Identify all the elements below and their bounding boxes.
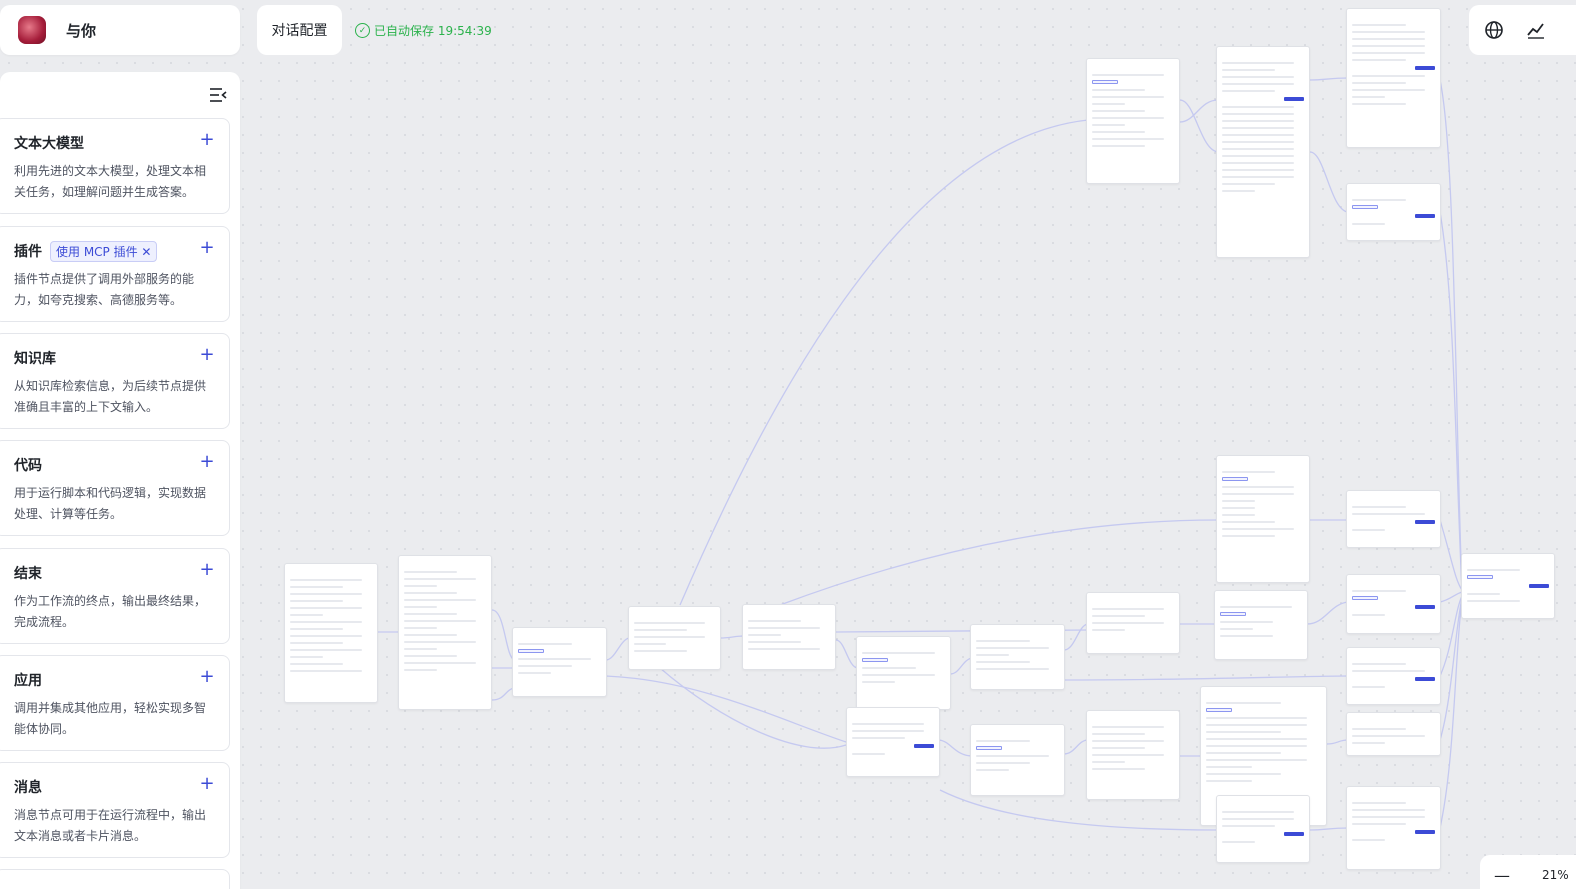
check-circle-icon: ✓ — [355, 23, 370, 38]
workflow-node-plugin-1[interactable] — [856, 636, 951, 710]
workflow-node-start[interactable] — [284, 563, 378, 703]
node-card-app[interactable]: 应用 + 调用并集成其他应用，轻松实现多智能体协同。 — [0, 655, 230, 751]
mcp-plugin-tag[interactable]: 使用 MCP 插件 ✕ — [50, 240, 158, 262]
workflow-node-message-6[interactable] — [1346, 574, 1441, 634]
node-card-desc: 消息节点可用于在运行流程中，输出文本消息或者卡片消息。 — [14, 808, 207, 843]
workflow-node-message-3[interactable] — [1346, 8, 1441, 148]
collapse-menu-icon[interactable] — [208, 86, 228, 104]
node-card-knowledge[interactable]: 知识库 + 从知识库检索信息，为后续节点提供准确且丰富的上下文输入。 — [0, 333, 230, 429]
node-card-desc: 调用并集成其他应用，轻松实现多智能体协同。 — [14, 701, 207, 736]
workflow-node-branch[interactable] — [742, 604, 836, 670]
add-icon[interactable]: + — [199, 237, 215, 258]
trend-chart-icon[interactable] — [1525, 19, 1547, 41]
zoom-out-button[interactable]: — — [1494, 865, 1510, 885]
node-card-title: 文本大模型 — [14, 136, 84, 152]
workflow-node-message-1[interactable] — [846, 707, 940, 777]
add-icon[interactable]: + — [199, 129, 215, 150]
node-card-desc: 从知识库检索信息，为后续节点提供准确且丰富的上下文输入。 — [14, 379, 207, 414]
add-icon[interactable]: + — [199, 344, 215, 365]
autosave-text: 已自动保存 19:54:39 — [374, 24, 492, 38]
autosave-status: ✓ 已自动保存 19:54:39 — [355, 22, 492, 39]
workflow-node-message-4[interactable] — [1346, 183, 1441, 241]
add-icon[interactable]: + — [199, 773, 215, 794]
node-card-title: 消息 — [14, 780, 42, 796]
zoom-control: — 21% — [1480, 855, 1576, 889]
workflow-node-llm-1[interactable] — [512, 627, 607, 697]
node-card-title: 应用 — [14, 673, 42, 689]
dialog-config-button[interactable]: 对话配置 — [257, 5, 342, 55]
workflow-node-end[interactable] — [1461, 553, 1555, 619]
workflow-node-llm-2[interactable] — [970, 724, 1065, 796]
workflow-node-llm-main[interactable] — [1216, 46, 1310, 258]
node-card-message[interactable]: 消息 + 消息节点可用于在运行流程中，输出文本消息或者卡片消息。 — [0, 762, 230, 858]
node-card-title: 结束 — [14, 566, 42, 582]
add-icon[interactable]: + — [199, 559, 215, 580]
node-card-llm[interactable]: 文本大模型 + 利用先进的文本大模型，处理文本相关任务，如理解问题并生成答案。 — [0, 118, 230, 214]
workflow-node-variable[interactable] — [1086, 592, 1180, 654]
app-header: 与你 — [0, 5, 240, 55]
app-avatar[interactable] — [18, 16, 46, 44]
workflow-node-message-2[interactable] — [1216, 795, 1310, 863]
node-library-panel: 文本大模型 + 利用先进的文本大模型，处理文本相关任务，如理解问题并生成答案。 … — [0, 72, 240, 889]
node-card-more[interactable] — [0, 869, 230, 889]
workflow-node-condition-2[interactable] — [970, 624, 1065, 690]
app-name: 与你 — [66, 21, 97, 40]
workflow-node-plugin-2[interactable] — [1086, 710, 1180, 800]
workflow-node-message-7[interactable] — [1346, 647, 1441, 705]
add-icon[interactable]: + — [199, 666, 215, 687]
node-card-title: 知识库 — [14, 351, 56, 367]
node-card-title: 插件 — [14, 244, 42, 260]
workflow-node-image-gen[interactable] — [1216, 455, 1310, 583]
workflow-node-message-9[interactable] — [1346, 786, 1441, 870]
node-card-title: 代码 — [14, 458, 42, 474]
zoom-level: 21% — [1542, 868, 1569, 882]
workflow-node-intent[interactable] — [628, 606, 721, 670]
workflow-node-knowledge[interactable] — [1086, 58, 1180, 184]
workflow-node-message-5[interactable] — [1346, 490, 1441, 548]
add-icon[interactable]: + — [199, 451, 215, 472]
node-card-code[interactable]: 代码 + 用于运行脚本和代码逻辑，实现数据处理、计算等任务。 — [0, 440, 230, 536]
globe-icon[interactable] — [1483, 19, 1505, 41]
node-card-desc: 插件节点提供了调用外部服务的能力，如夸克搜索、高德服务等。 — [14, 272, 195, 307]
node-card-desc: 利用先进的文本大模型，处理文本相关任务，如理解问题并生成答案。 — [14, 164, 207, 199]
top-right-toolbar — [1469, 5, 1576, 55]
workflow-node-message-8[interactable] — [1346, 712, 1441, 756]
node-card-desc: 作为工作流的终点，输出最终结果，完成流程。 — [14, 594, 207, 629]
workflow-node-plugin-3[interactable] — [1214, 590, 1308, 660]
node-card-end[interactable]: 结束 + 作为工作流的终点，输出最终结果，完成流程。 — [0, 548, 230, 644]
node-card-plugin[interactable]: 插件 使用 MCP 插件 ✕ + 插件节点提供了调用外部服务的能力，如夸克搜索、… — [0, 226, 230, 322]
workflow-node-condition[interactable] — [398, 555, 492, 710]
node-card-desc: 用于运行脚本和代码逻辑，实现数据处理、计算等任务。 — [14, 486, 207, 521]
